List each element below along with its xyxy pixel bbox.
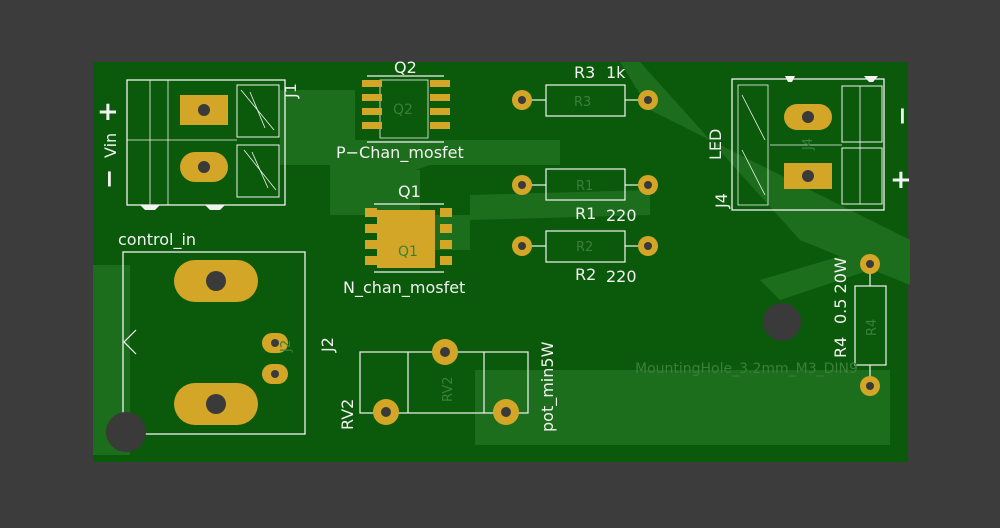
j2-connector[interactable]: J2 J2 control_in: [118, 230, 337, 435]
q2-value-label: P−Chan_mosfet: [336, 143, 464, 163]
j4-plus-label: +: [890, 165, 912, 195]
q2-pad-2[interactable]: [362, 94, 382, 101]
r4-value-label: 0.5 20W: [831, 257, 850, 324]
r1-value-label: 220: [606, 206, 637, 225]
q2-pad-6[interactable]: [430, 94, 450, 101]
q1-pad-pin5[interactable]: [440, 208, 452, 217]
j1-plus-label: +: [97, 97, 119, 127]
j1-value-label: Vin: [101, 133, 120, 158]
q2-fab-label: Q2: [393, 102, 413, 118]
r3-fab-label: R3: [574, 95, 591, 110]
r3-ref-label: R3: [574, 63, 595, 82]
q2-pad-5[interactable]: [430, 80, 450, 87]
q1-pad-pin4[interactable]: [365, 256, 377, 265]
q2-ref-label: Q2: [394, 58, 417, 77]
q2-pad-8[interactable]: [430, 122, 450, 129]
j1-connector[interactable]: J1 Vin + −: [95, 79, 300, 210]
q1-fab-label: Q1: [398, 244, 418, 260]
j4-fab-label: J4: [801, 138, 816, 151]
j1-minus-label: −: [95, 169, 123, 189]
q1-pad-pin7[interactable]: [440, 240, 452, 249]
q1-ref-label: Q1: [398, 182, 421, 201]
q2-pad-3[interactable]: [362, 108, 382, 115]
q1-value-label: N_chan_mosfet: [343, 278, 465, 298]
q2-pad-1[interactable]: [362, 80, 382, 87]
q1-pad-pin8[interactable]: [440, 256, 452, 265]
j4-minus-label: −: [888, 106, 916, 126]
q1-pad-pin2[interactable]: [365, 224, 377, 233]
rv2-ref-label: RV2: [338, 399, 357, 430]
q1-thermal-pad[interactable]: [377, 210, 435, 268]
r2-ref-label: R2: [575, 265, 596, 284]
rv2-value-label: pot_min5W: [538, 341, 558, 432]
r4-fab-label: R4: [865, 319, 880, 336]
r1-fab-label: R1: [576, 179, 593, 194]
q1-mosfet[interactable]: Q1 Q1 N_chan_mosfet: [343, 182, 465, 298]
r4-ref-label: R4: [831, 337, 850, 358]
corner-hole: [106, 412, 146, 452]
q1-pad-pin6[interactable]: [440, 224, 452, 233]
rv2-fab-label: RV2: [441, 377, 456, 403]
j4-connector[interactable]: J4 J4 LED − +: [706, 76, 916, 211]
j4-value-label: LED: [706, 129, 725, 160]
mounting-hole-label: MountingHole_3.2mm_M3_DIN9: [635, 361, 858, 377]
q2-pad-4[interactable]: [362, 122, 382, 129]
r1-resistor[interactable]: R1 R1 220: [512, 168, 658, 225]
q2-mosfet[interactable]: Q2 Q2 P−Chan_mosfet: [336, 58, 464, 163]
q2-pad-7[interactable]: [430, 108, 450, 115]
r2-fab-label: R2: [576, 240, 593, 255]
r3-value-label: 1k: [606, 63, 626, 82]
j2-ref-label: J2: [318, 337, 337, 353]
r2-value-label: 220: [606, 267, 637, 286]
j2-fab-label: J2: [279, 340, 294, 353]
r4-resistor[interactable]: R4 R4 0.5 20W: [831, 254, 887, 396]
r1-ref-label: R1: [575, 204, 596, 223]
q1-pad-pin3[interactable]: [365, 240, 377, 249]
q1-pad-pin1[interactable]: [365, 208, 377, 217]
r3-resistor[interactable]: R3 R3 1k: [512, 63, 658, 117]
mounting-hole[interactable]: MountingHole_3.2mm_M3_DIN9: [635, 303, 858, 377]
r2-resistor[interactable]: R2 R2 220: [512, 230, 658, 286]
j2-value-label: control_in: [118, 230, 196, 250]
rv2-potentiometer[interactable]: RV2 RV2 pot_min5W: [338, 339, 558, 432]
j4-ref-label: J4: [712, 193, 731, 209]
j1-ref-label: J1: [281, 83, 300, 99]
